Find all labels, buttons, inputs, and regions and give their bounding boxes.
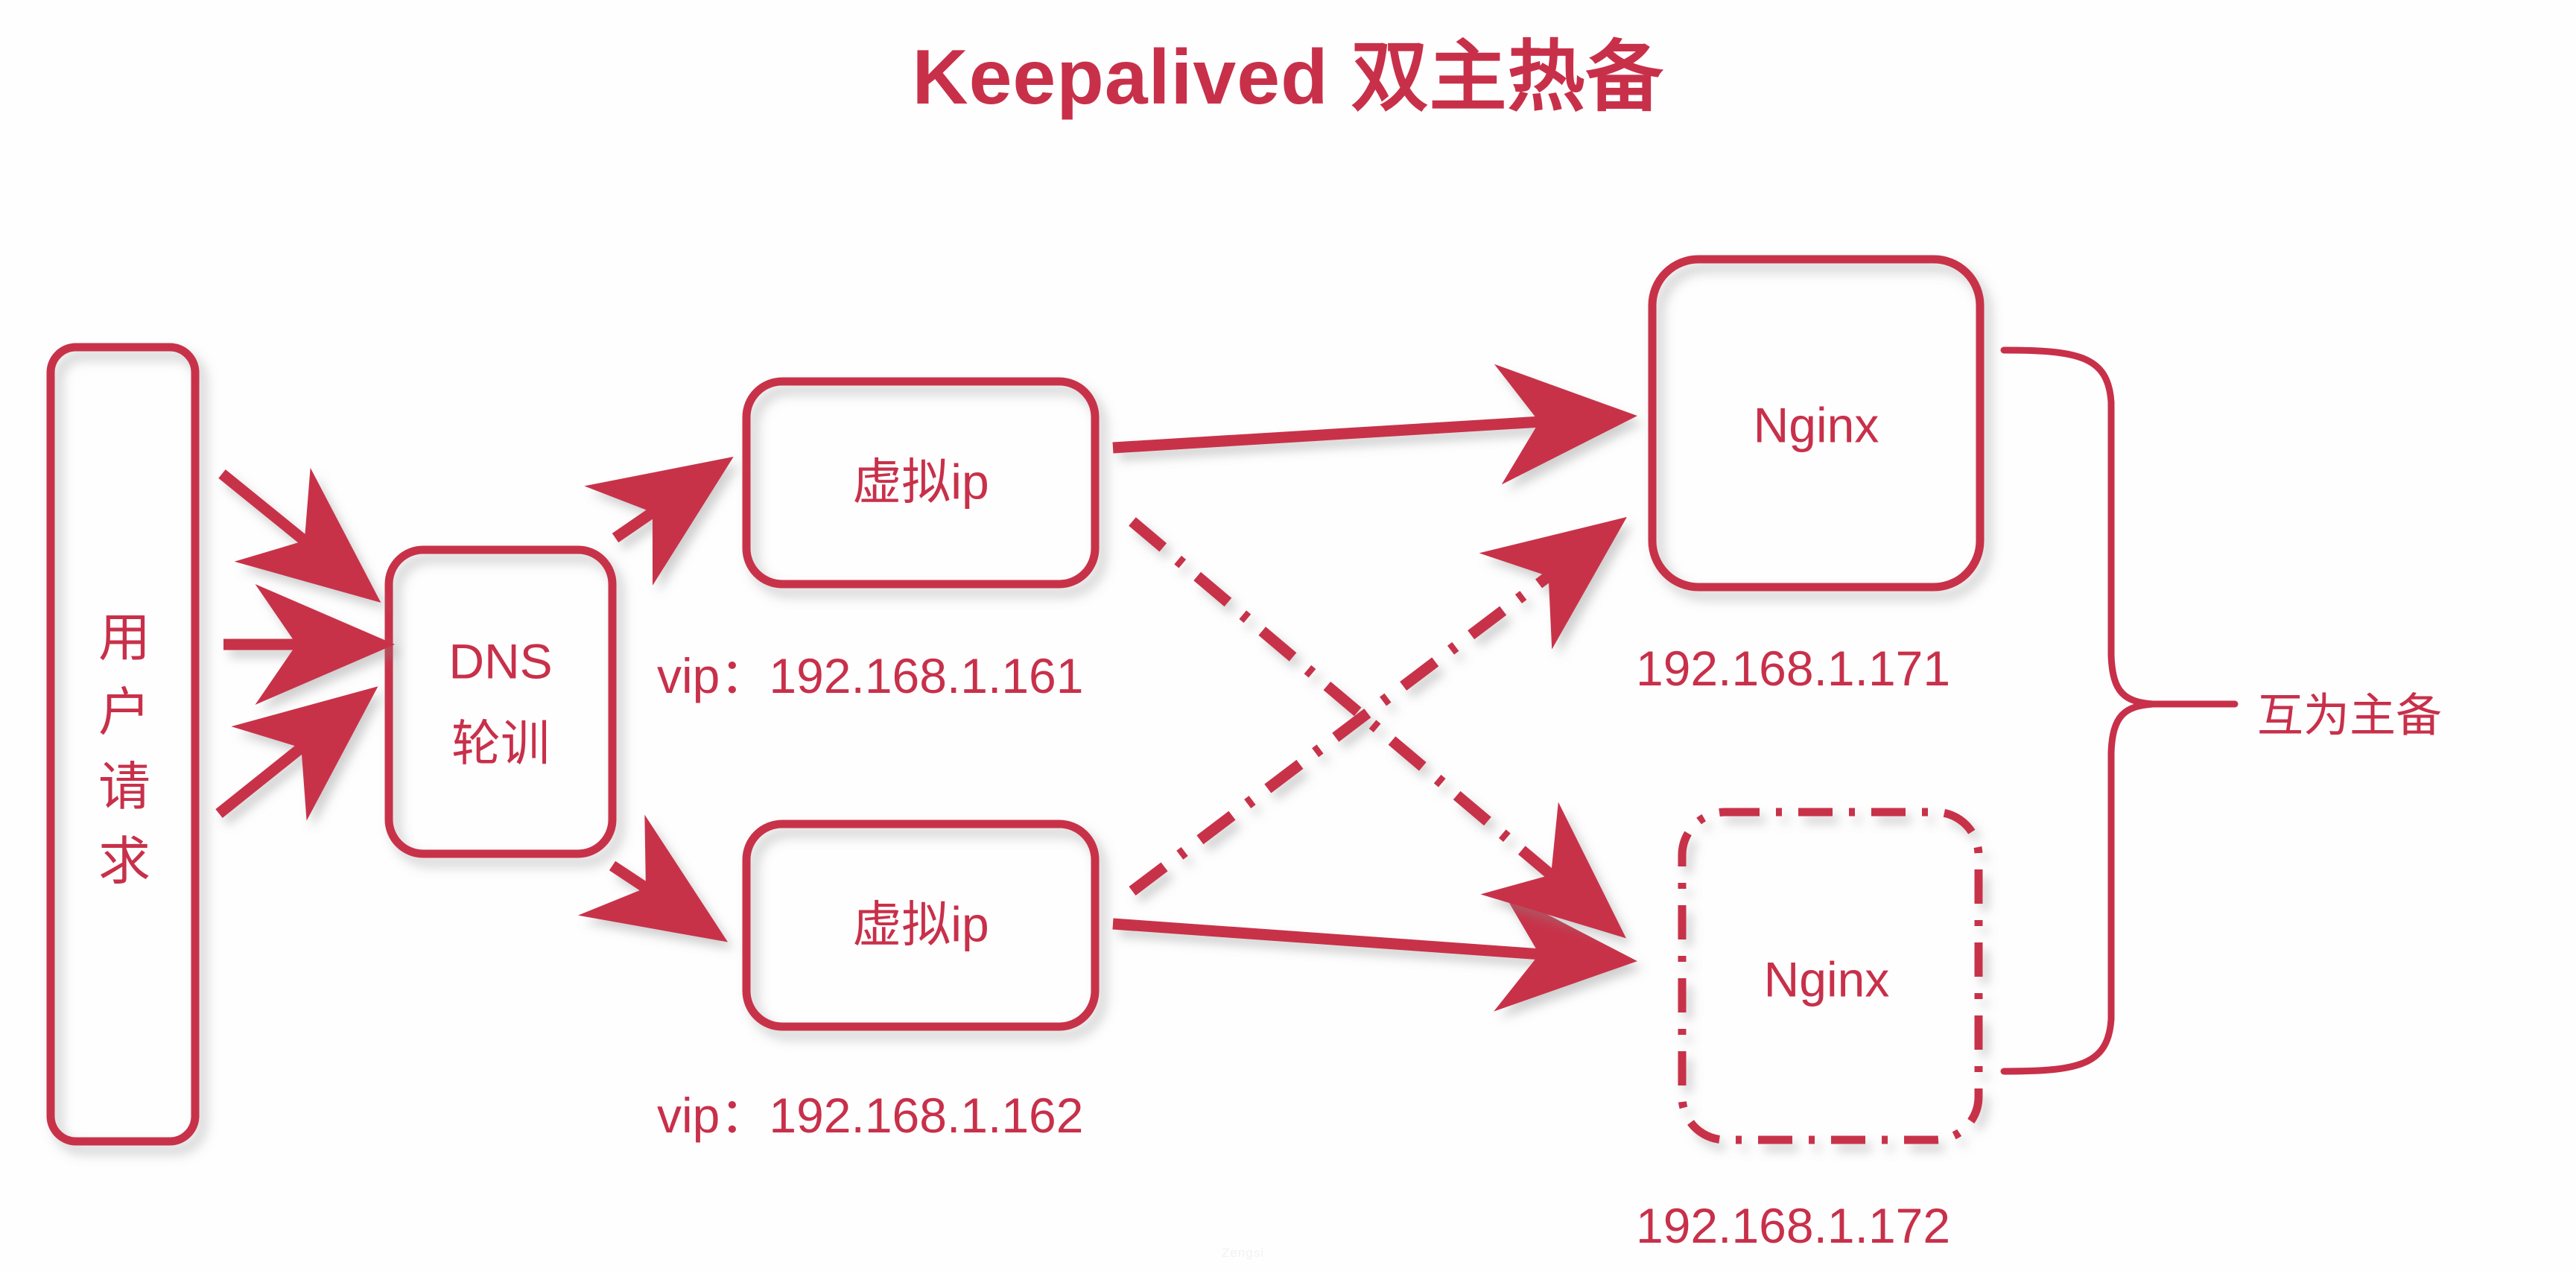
node-nginx-master[interactable] (1648, 255, 1985, 592)
nginx-master-label: Nginx (1754, 397, 1879, 452)
edge-vip1-nginx-master (1112, 364, 1637, 485)
node-client[interactable] (46, 343, 200, 1146)
edge-group-vip-nginx-solid (1112, 364, 1637, 1012)
watermark: Zengsi (1222, 1246, 1265, 1260)
client-box (46, 343, 200, 1146)
nginx-backup-caption: 192.168.1.172 (1636, 1198, 1950, 1253)
nginx-master-box (1648, 255, 1985, 592)
node-vip1[interactable] (742, 377, 1100, 589)
nginx-master-caption: 192.168.1.171 (1636, 641, 1950, 696)
node-nginx-backup[interactable] (1678, 808, 1983, 1144)
dns-label-line2: 轮训 (451, 715, 550, 770)
mutual-backup-label: 互为主备 (2257, 690, 2442, 741)
client-label: 用 户 请 求 (98, 609, 150, 890)
vip2-box (742, 820, 1100, 1031)
node-dns[interactable] (384, 545, 617, 858)
client-label-char-3: 求 (98, 832, 150, 890)
vip1-label: 虚拟ip (852, 454, 989, 509)
edge-vip2-nginx-backup (1112, 891, 1637, 1012)
edge-group-vip-nginx-cross (1129, 516, 1627, 939)
edge-client-dns-upper (218, 467, 381, 603)
edge-vip1-nginx-backup (1129, 517, 1626, 939)
edge-dns-vip1 (584, 457, 734, 586)
dns-label-line1: DNS (448, 633, 552, 688)
nginx-backup-label: Nginx (1764, 951, 1890, 1007)
edge-vip2-nginx-master (1129, 516, 1627, 896)
nginx-backup-box (1678, 808, 1983, 1144)
edge-dns-vip2 (577, 814, 729, 942)
vip1-box (742, 377, 1100, 589)
dns-box (384, 545, 617, 858)
node-vip2[interactable] (742, 820, 1100, 1031)
vip2-caption: vip：192.168.1.162 (657, 1088, 1083, 1143)
client-label-char-2: 请 (98, 758, 150, 816)
client-label-char-0: 用 (98, 609, 150, 667)
mutual-backup-brace (2000, 346, 2239, 1075)
vip1-caption: vip：192.168.1.161 (657, 648, 1083, 703)
vip2-label: 虚拟ip (852, 896, 989, 951)
brace-path (2000, 346, 2157, 1075)
page-title: Keepalived 双主热备 (912, 34, 1664, 121)
edge-group-dns-vips (577, 457, 734, 942)
edge-group-client-dns (215, 467, 395, 821)
edge-client-dns-lower (215, 686, 378, 821)
client-label-char-1: 户 (98, 683, 150, 741)
